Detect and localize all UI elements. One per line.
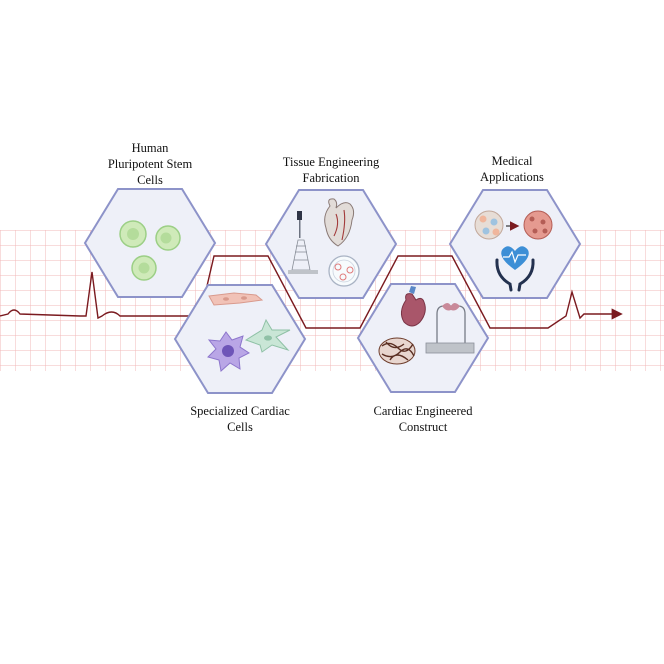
label-construct-line2: Construct [398,420,448,434]
label-fabrication-line1: Tissue Engineering [282,155,380,169]
label-medical: Medical Applications [460,153,564,185]
fibroblast-icon [244,318,291,353]
label-specialized-line1: Specialized Cardiac [190,404,290,418]
cardiomyocyte-icon [208,292,264,306]
label-fabrication-line2: Fabrication [302,171,360,185]
label-construct-line1: Cardiac Engineered [373,404,473,418]
petri-dish-icon [328,255,360,287]
bioprinter-icon [288,211,318,274]
label-hpsc: Human Pluripotent Stem Cells [100,140,200,188]
heart-construct-icon [400,286,426,327]
label-medical-line2: Applications [480,170,544,184]
hex-fabrication [264,189,398,299]
organoid-icon [474,210,504,240]
heart-care-icon [501,246,529,270]
heart-organ-icon [324,198,355,247]
hex-medical [448,189,582,299]
label-construct: Cardiac Engineered Construct [356,403,490,435]
label-hpsc-line3: Cells [137,173,163,187]
hex-hpsc [83,188,217,298]
hex-specialized [173,284,307,394]
label-hpsc-line1: Human [131,141,169,155]
label-specialized-line2: Cells [227,420,253,434]
stem-cell-icon [119,220,181,281]
label-hpsc-line2: Pluripotent Stem [107,157,193,171]
immune-cell-icon [207,331,250,372]
scaffold-mesh-icon [378,337,416,365]
hands-icon [495,258,535,292]
label-specialized: Specialized Cardiac Cells [170,403,310,435]
ecg-trace-line [0,255,623,329]
tissue-icon [523,210,553,240]
hex-construct [356,283,490,393]
label-medical-line1: Medical [491,154,533,168]
bioreactor-icon [425,303,475,354]
label-fabrication: Tissue Engineering Fabrication [266,154,396,186]
